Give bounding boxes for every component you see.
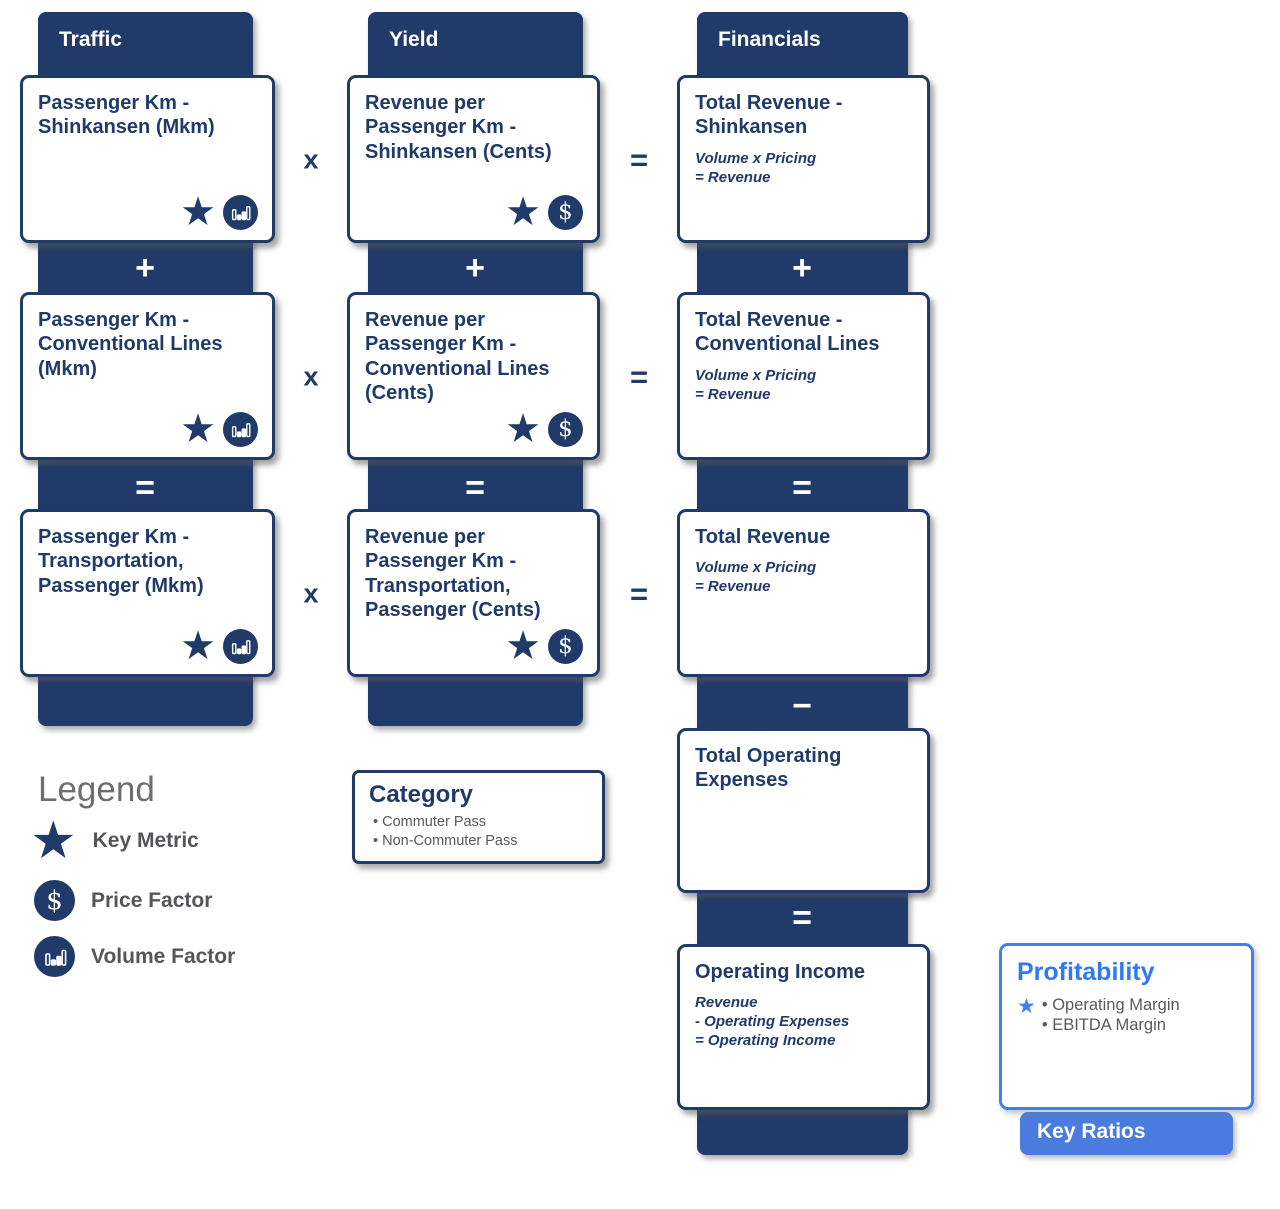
category-item: Commuter Pass [373,813,588,832]
financials-column-header: Financials [718,28,821,51]
equals-operator-row3: = [629,576,649,612]
financials-minus-operator: − [792,687,812,725]
dollar-icon: $ [548,194,583,230]
key-ratios-group-bar: Key Ratios [1020,1112,1233,1155]
category-box[interactable]: Category Commuter Pass Non-Commuter Pass [352,770,605,864]
legend-price-factor-label: Price Factor [91,888,213,912]
traffic-column-header: Traffic [59,28,123,51]
card-revenue-per-km-transportation[interactable]: Revenue per Passenger Km - Transportatio… [347,509,600,677]
card-title: Operating Income [695,961,866,983]
financials-plus-operator: + [792,249,812,287]
financials-equals-operator-2: = [792,899,812,937]
multiply-operator-row1: x [303,144,319,175]
volume-icon [34,936,75,977]
card-revenue-per-km-conventional[interactable]: Revenue per Passenger Km - Conventional … [347,292,600,460]
card-total-revenue[interactable]: Total Revenue Volume x Pricing = Revenue [677,509,930,677]
card-title: Revenue per Passenger Km - Conventional … [365,309,550,405]
volume-icon [223,628,258,664]
volume-icon [223,194,258,230]
yield-equals-operator: = [465,469,485,507]
card-title: Total Revenue - Conventional Lines [695,309,880,356]
card-passenger-km-shinkansen[interactable]: Passenger Km - Shinkansen (Mkm) ★ [20,75,275,243]
card-title: Total Revenue - Shinkansen [695,92,843,139]
traffic-equals-operator: = [135,469,155,507]
profitability-card[interactable]: Profitability ★ Operating Margin EBITDA … [999,943,1254,1110]
star-icon: ★ [30,812,77,870]
card-title: Passenger Km - Transportation, Passenger… [38,526,204,597]
card-revenue-per-km-shinkansen[interactable]: Revenue per Passenger Km - Shinkansen (C… [347,75,600,243]
card-total-revenue-shinkansen[interactable]: Total Revenue - Shinkansen Volume x Pric… [677,75,930,243]
equals-operator-row2: = [629,359,649,395]
card-title: Revenue per Passenger Km - Shinkansen (C… [365,92,552,163]
traffic-plus-operator: + [135,249,155,287]
legend-volume-factor-label: Volume Factor [91,944,236,968]
category-title: Category [369,781,474,808]
card-total-revenue-conventional[interactable]: Total Revenue - Conventional Lines Volum… [677,292,930,460]
card-title: Revenue per Passenger Km - Transportatio… [365,526,541,622]
multiply-operator-row3: x [303,578,319,609]
card-passenger-km-transportation[interactable]: Passenger Km - Transportation, Passenger… [20,509,275,677]
financials-equals-operator-1: = [792,469,812,507]
card-title: Passenger Km - Shinkansen (Mkm) [38,92,215,139]
volume-icon [223,411,258,447]
profitability-title: Profitability [1017,958,1155,986]
legend-title: Legend [38,770,155,809]
star-icon: ★ [1017,995,1036,1018]
legend-key-metric-label: Key Metric [92,829,199,853]
key-ratios-label: Key Ratios [1037,1120,1146,1143]
star-icon: ★ [180,190,216,234]
profitability-item: EBITDA Margin [1042,1015,1180,1035]
star-icon: ★ [505,624,541,668]
profitability-list: Operating Margin EBITDA Margin [1042,995,1180,1035]
card-formula: Volume x Pricing = Revenue [695,559,817,596]
star-icon: ★ [505,407,541,451]
card-title: Passenger Km - Conventional Lines (Mkm) [38,309,223,380]
profitability-item: Operating Margin [1042,995,1179,1015]
category-list: Commuter Pass Non-Commuter Pass [373,813,588,851]
multiply-operator-row2: x [303,361,319,392]
card-formula: Revenue - Operating Expenses = Operating… [695,994,850,1050]
category-item: Non-Commuter Pass [373,832,588,851]
star-icon: ★ [180,624,216,668]
card-formula: Volume x Pricing = Revenue [695,366,817,403]
card-total-operating-expenses[interactable]: Total Operating Expenses [677,728,930,893]
equals-operator-row1: = [629,142,649,178]
dollar-icon: $ [548,411,583,447]
card-operating-income[interactable]: Operating Income Revenue - Operating Exp… [677,944,930,1110]
star-icon: ★ [505,190,541,234]
yield-column-header: Yield [389,28,439,51]
card-passenger-km-conventional[interactable]: Passenger Km - Conventional Lines (Mkm) … [20,292,275,460]
card-formula: Volume x Pricing = Revenue [695,149,817,186]
dollar-icon: $ [34,880,75,921]
card-title: Total Operating Expenses [695,745,842,792]
yield-plus-operator: + [465,249,485,287]
dollar-icon: $ [548,628,583,664]
star-icon: ★ [180,407,216,451]
card-title: Total Revenue [695,526,831,548]
